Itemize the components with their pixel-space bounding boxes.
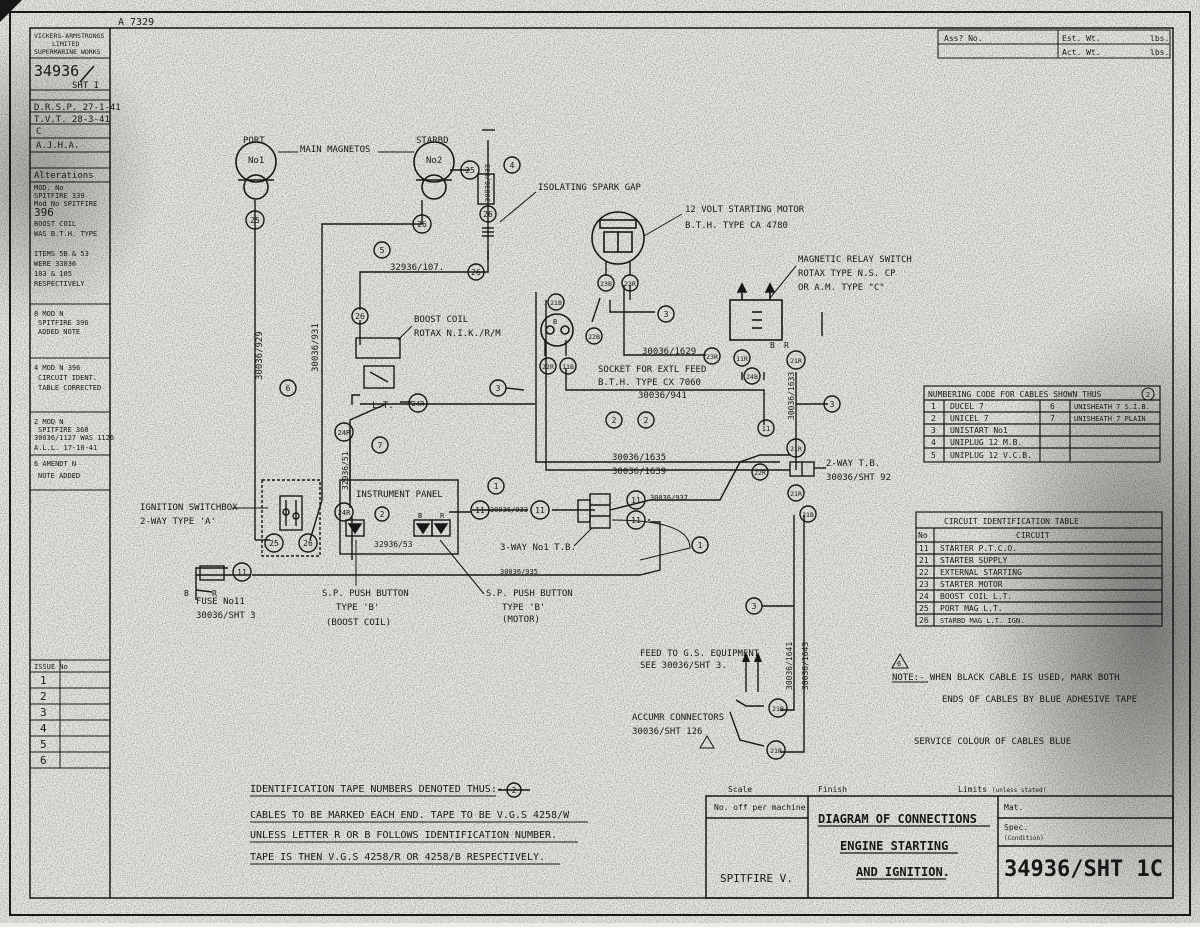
grain-overlay xyxy=(0,0,1200,923)
wiring-diagram: Ass? No. Est. Wt. lbs. Act. Wt. lbs. A 7… xyxy=(0,0,1200,923)
drawing-sheet: Ass? No. Est. Wt. lbs. Act. Wt. lbs. A 7… xyxy=(0,0,1200,923)
